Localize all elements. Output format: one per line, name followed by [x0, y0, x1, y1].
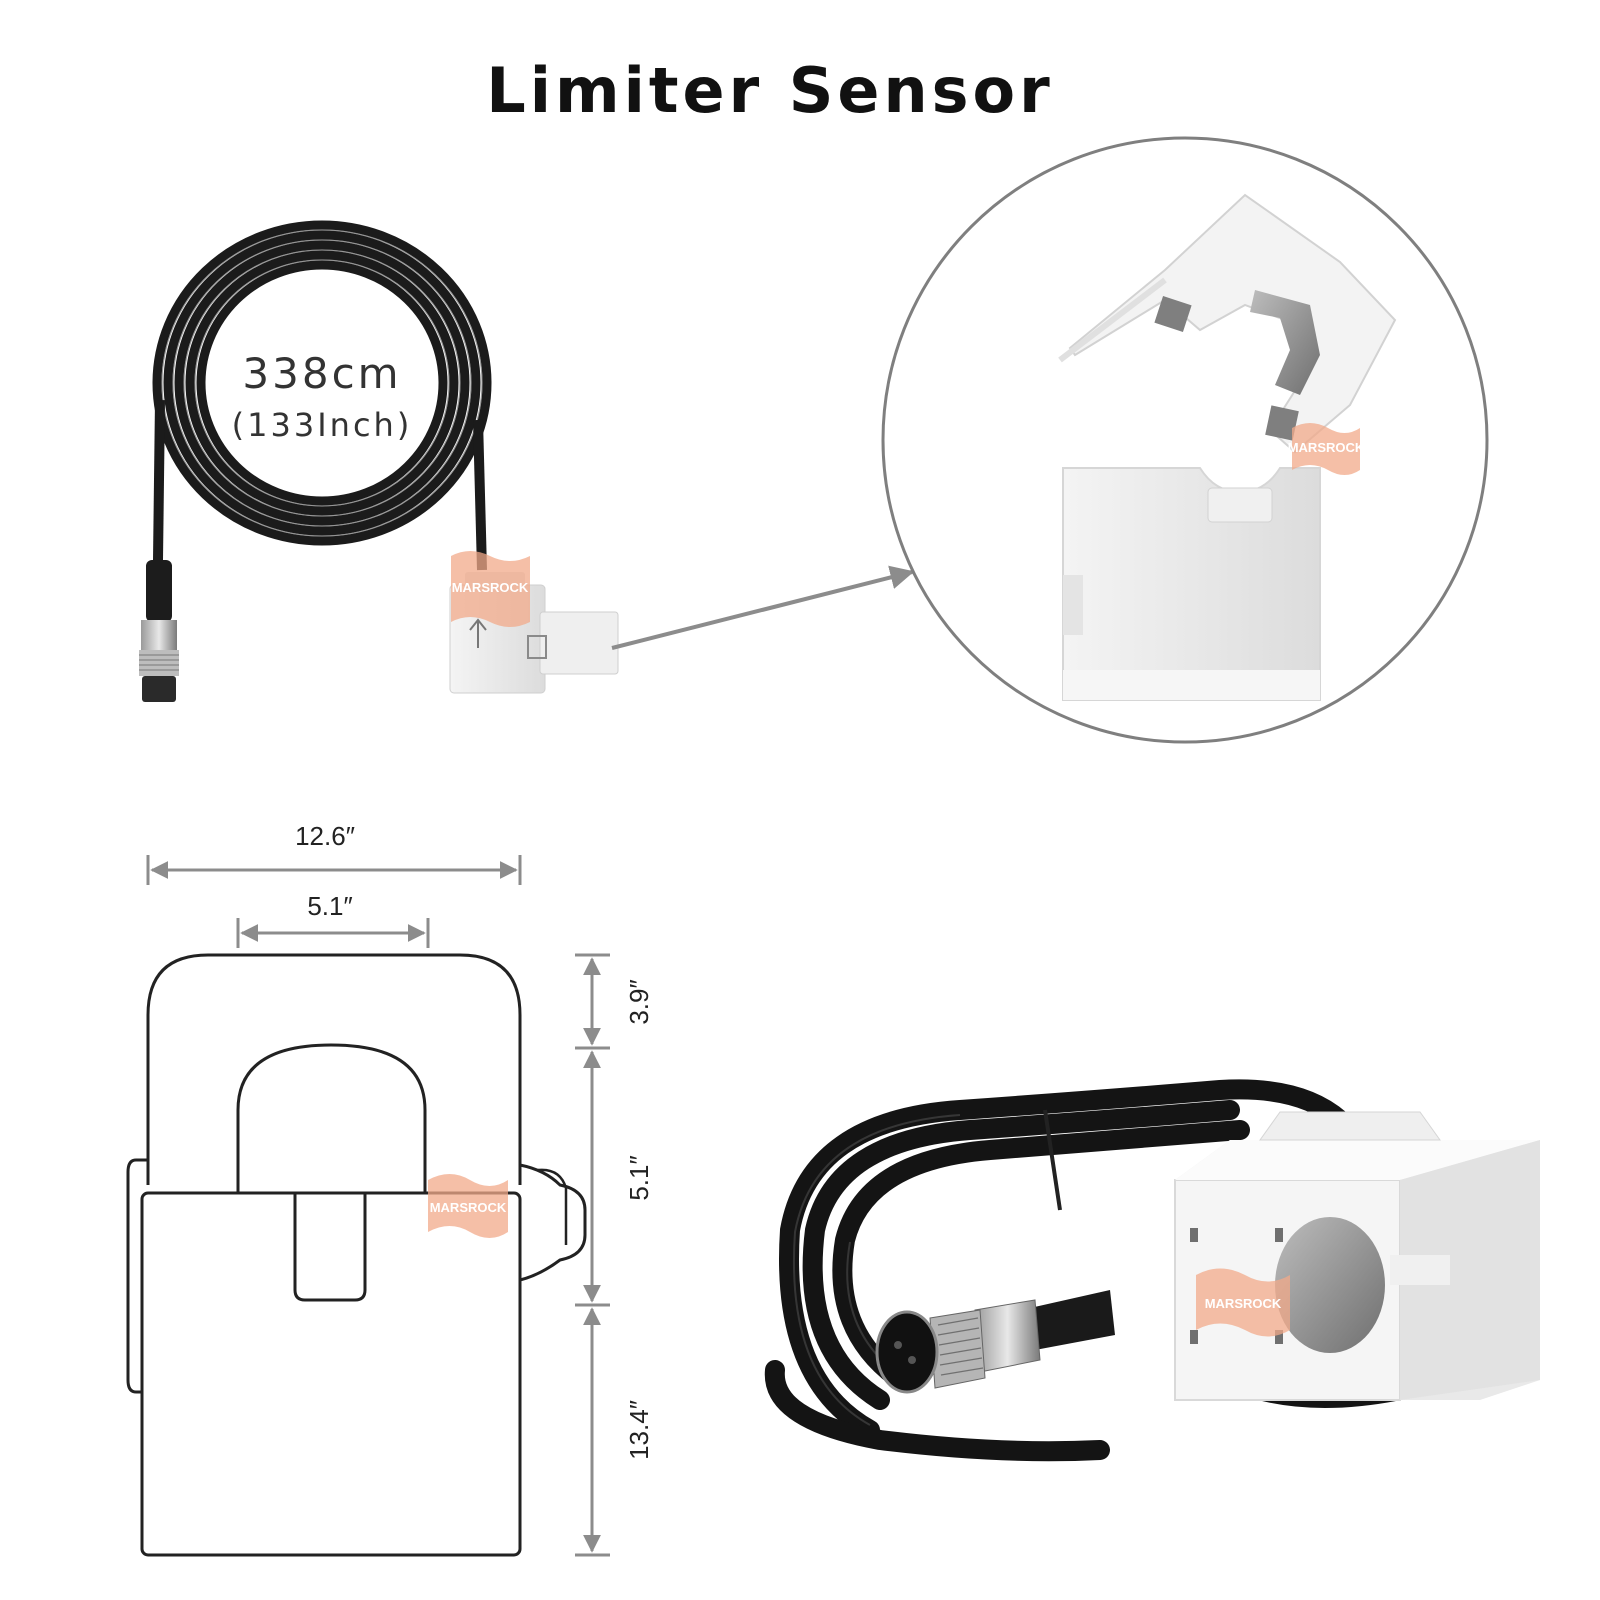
coiled-cable-image [152, 220, 492, 571]
page-title: Limiter Sensor [486, 54, 1053, 127]
dimension-opening-width: 5.1″ [307, 891, 352, 921]
cable-length-imperial: (133Inch) [232, 406, 413, 444]
dimension-top-height: 3.9″ [624, 979, 654, 1024]
open-clamp-sensor-image: MARSROCK [1058, 193, 1397, 701]
svg-text:MARSROCK: MARSROCK [452, 580, 529, 595]
svg-text:MARSROCK: MARSROCK [430, 1200, 507, 1215]
dimension-drawing: MARSROCK [126, 953, 587, 1557]
svg-text:MARSROCK: MARSROCK [1288, 440, 1365, 455]
aviation-connector-icon [139, 560, 179, 702]
dimension-bottom-height: 13.4″ [624, 1400, 654, 1460]
photo-clamp-sensor-image [1174, 1111, 1540, 1401]
svg-text:MARSROCK: MARSROCK [1205, 1296, 1282, 1311]
dimension-lines [146, 855, 610, 1557]
product-photo: MARSROCK [764, 1079, 1540, 1462]
dimension-opening-height: 5.1″ [624, 1155, 654, 1200]
zoom-pointer-arrow [611, 565, 915, 650]
dimension-outer-width: 12.6″ [295, 821, 355, 851]
cable-length-metric: 338cm [242, 349, 401, 398]
watermark-logo: MARSROCK [451, 551, 530, 627]
photo-connector-icon [875, 1290, 1115, 1394]
